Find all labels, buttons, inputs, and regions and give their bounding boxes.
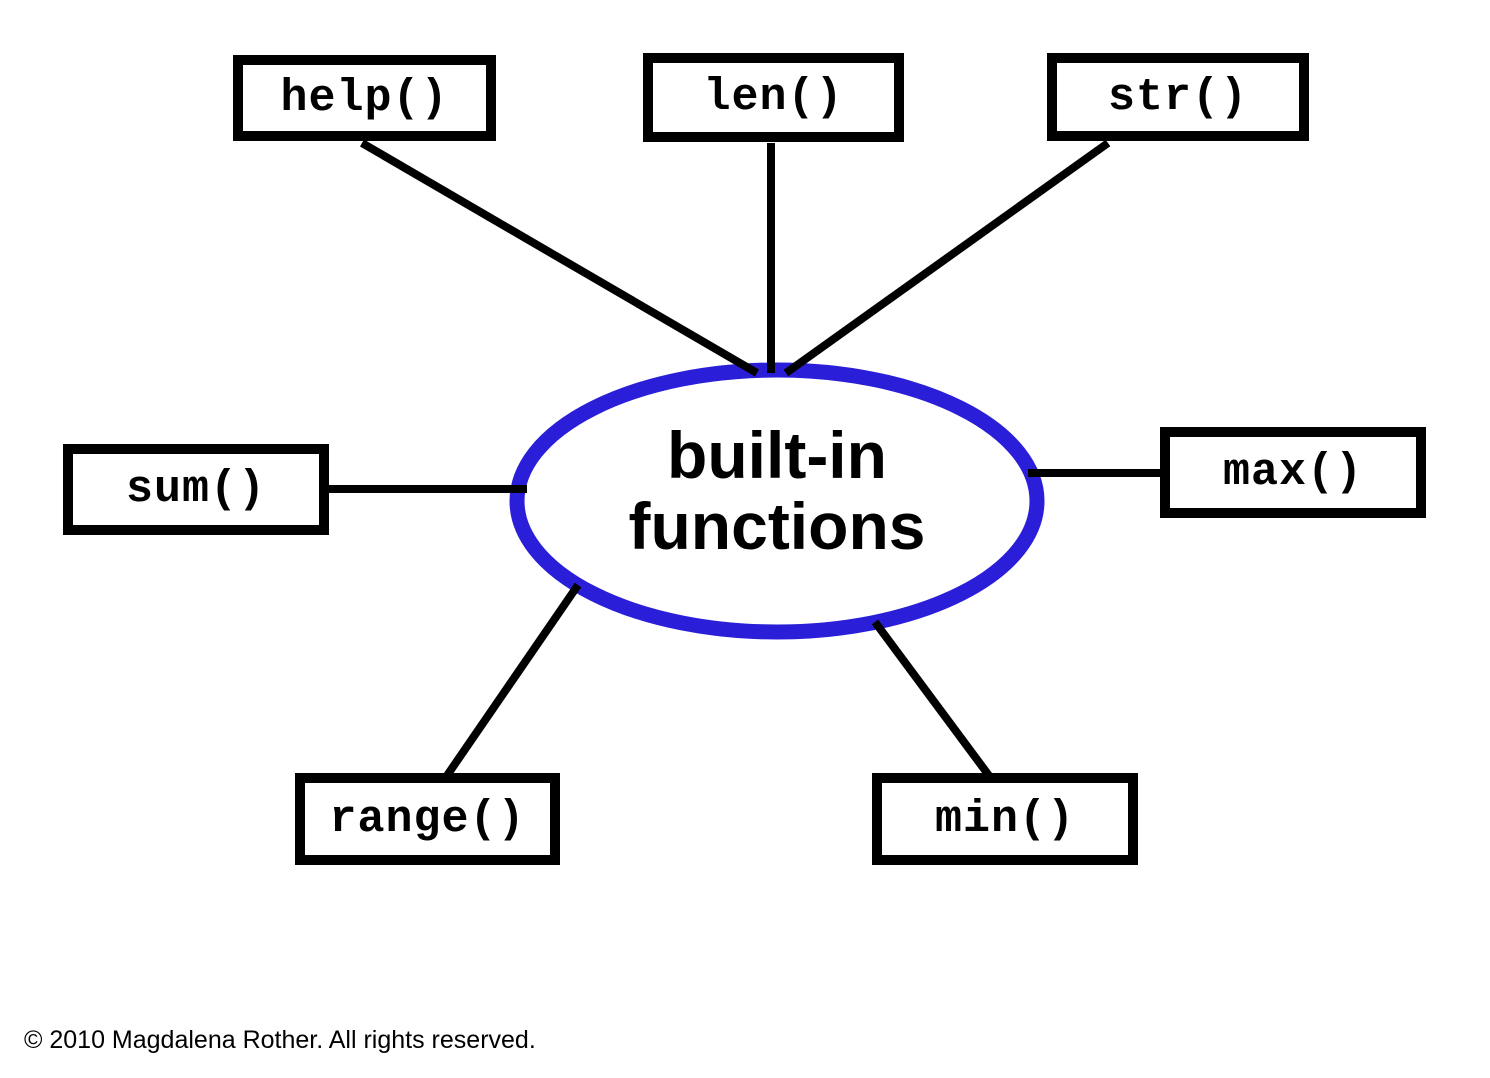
node-min-label: min() (934, 793, 1076, 845)
connector-help-line (359, 139, 760, 377)
node-str-label: str() (1107, 71, 1249, 123)
node-help-label: help() (280, 72, 449, 124)
node-max-label: max() (1222, 447, 1364, 498)
center-node-label-line1: built-in (667, 418, 887, 492)
center-node-label-line2: functions (628, 489, 926, 564)
node-help: help() (233, 55, 496, 141)
connector-str-line (783, 139, 1111, 377)
node-range: range() (295, 773, 560, 865)
center-node-label: built-in functions (517, 418, 1037, 564)
center-ellipse (509, 362, 1045, 640)
copyright-text: © 2010 Magdalena Rother. All rights rese… (24, 1026, 536, 1054)
node-range-label: range() (329, 793, 526, 845)
connector-range-line (442, 582, 582, 780)
node-max: max() (1160, 427, 1426, 518)
node-min: min() (872, 773, 1138, 865)
node-len: len() (643, 53, 904, 142)
node-str: str() (1047, 53, 1309, 141)
node-sum: sum() (63, 444, 329, 535)
node-sum-label: sum() (125, 464, 267, 515)
node-len-label: len() (703, 72, 844, 123)
connector-min-line (871, 619, 994, 780)
